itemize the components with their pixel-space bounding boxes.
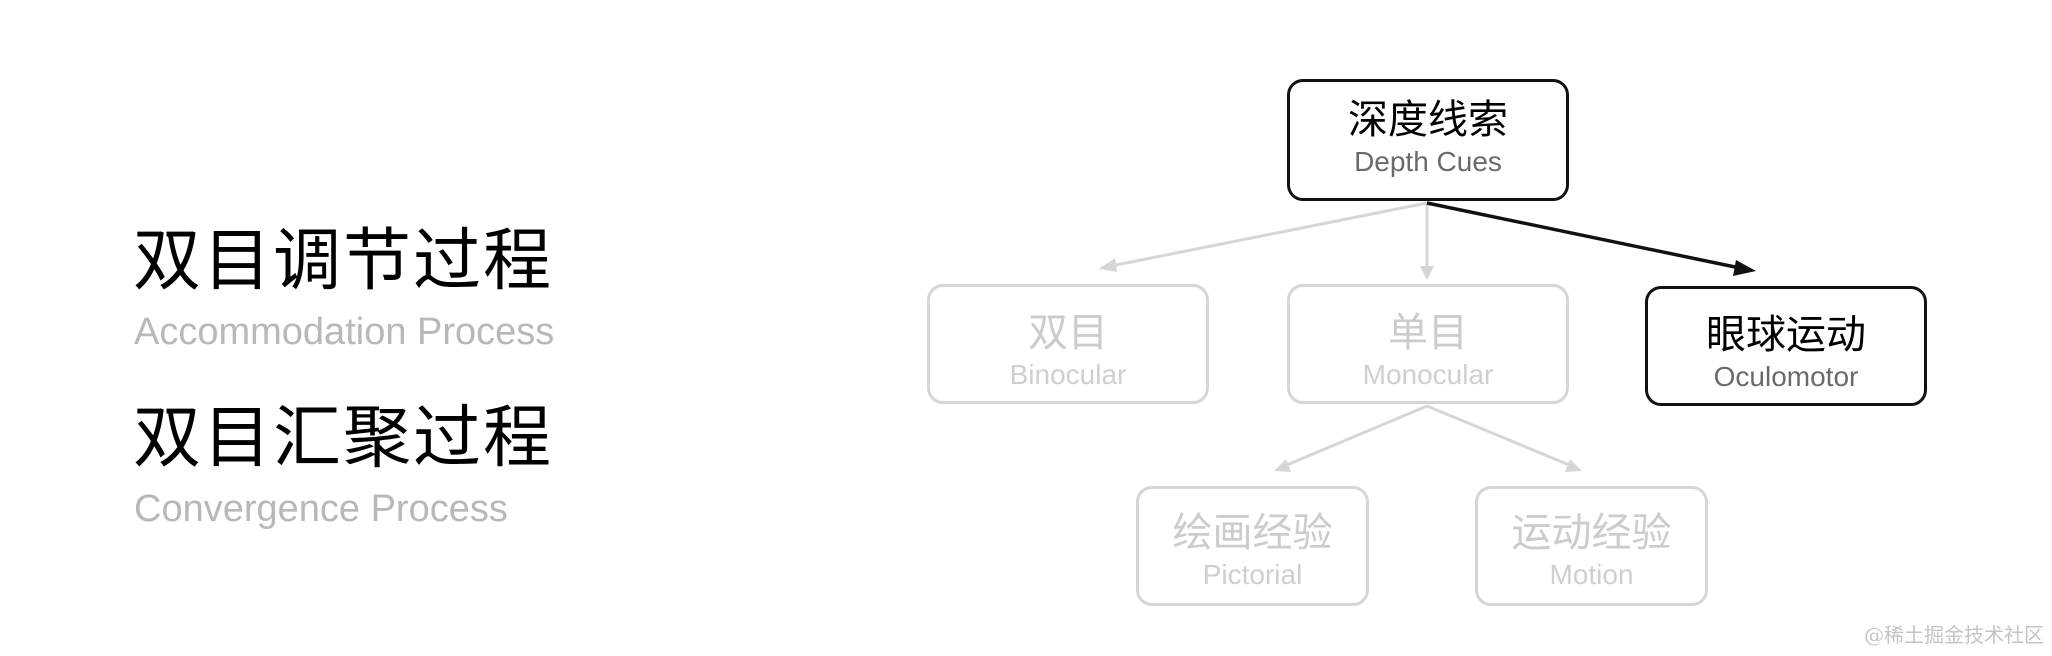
- node-motion-title: 运动经验: [1511, 510, 1672, 556]
- node-monocular-title: 单目: [1388, 310, 1468, 356]
- arrow-root-to-binocular: [1100, 201, 1428, 270]
- node-motion-subtitle: Motion: [1549, 559, 1634, 590]
- accommodation-subtitle: Accommodation Process: [134, 311, 555, 353]
- node-pictorial-title: 绘画经验: [1172, 510, 1333, 556]
- convergence-title: 双目汇聚过程: [133, 399, 554, 478]
- arrowhead-pictorial: [1274, 459, 1291, 472]
- accommodation-title: 双目调节过程: [133, 222, 554, 301]
- node-oculomotor-title: 眼球运动: [1706, 312, 1866, 358]
- node-binocular-subtitle: Binocular: [1009, 359, 1127, 390]
- node-pictorial: 绘画经验 Pictorial: [1136, 486, 1369, 606]
- node-depth-cues-title: 深度线索: [1348, 97, 1508, 143]
- convergence-subtitle: Convergence Process: [134, 488, 508, 530]
- arrowhead-monocular: [1420, 266, 1434, 280]
- node-oculomotor-subtitle: Oculomotor: [1713, 361, 1859, 392]
- node-monocular-subtitle: Monocular: [1362, 359, 1494, 390]
- arrow-monocular-to-motion: [1426, 404, 1575, 469]
- arrowhead-binocular: [1099, 258, 1117, 272]
- node-binocular-title: 双目: [1028, 310, 1108, 356]
- node-oculomotor: 眼球运动 Oculomotor: [1645, 286, 1927, 406]
- arrowhead-oculomotor: [1733, 260, 1756, 276]
- watermark: @稀土掘金技术社区: [1864, 623, 2044, 647]
- node-depth-cues-subtitle: Depth Cues: [1354, 146, 1502, 177]
- node-monocular: 单目 Monocular: [1287, 284, 1569, 404]
- node-pictorial-subtitle: Pictorial: [1202, 559, 1303, 590]
- arrow-root-to-oculomotor: [1426, 201, 1741, 270]
- node-binocular: 双目 Binocular: [927, 284, 1209, 404]
- node-depth-cues: 深度线索 Depth Cues: [1287, 79, 1569, 201]
- arrow-monocular-to-pictorial: [1281, 404, 1428, 469]
- arrowhead-motion: [1565, 459, 1582, 472]
- node-motion: 运动经验 Motion: [1475, 486, 1708, 606]
